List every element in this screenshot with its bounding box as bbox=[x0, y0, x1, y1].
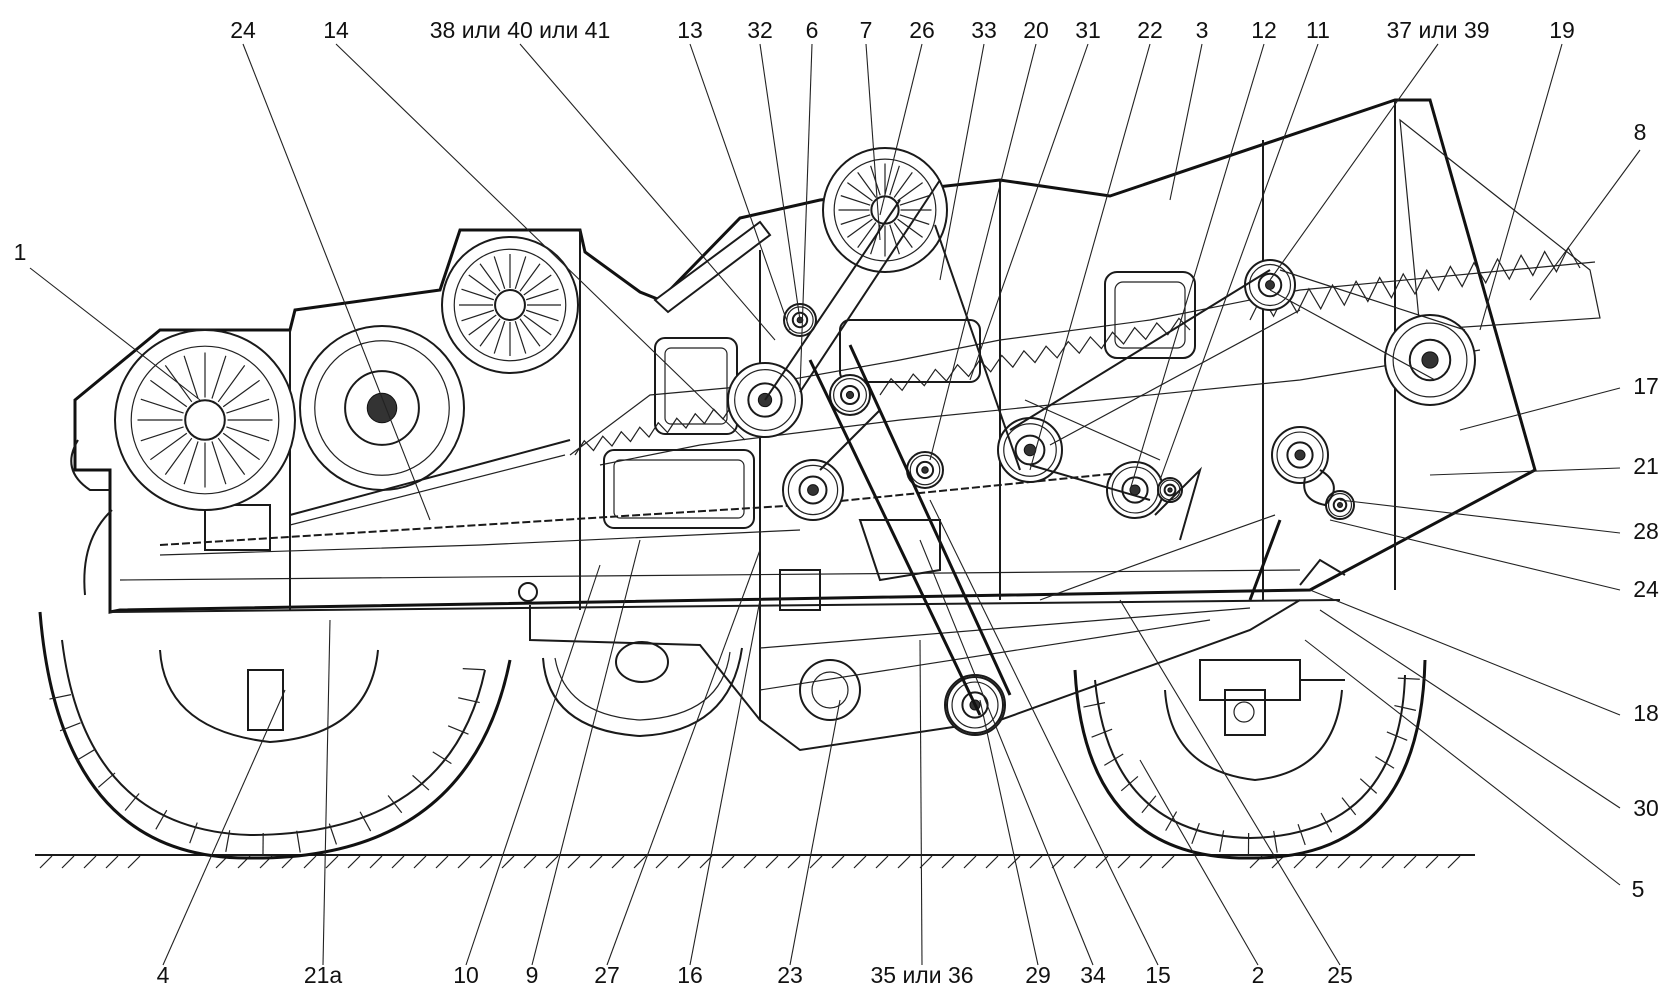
label-right-17: 17 bbox=[1633, 373, 1659, 399]
label-top-38-40-41: 38 или 40 или 41 bbox=[430, 17, 611, 43]
label-top-12: 12 bbox=[1251, 17, 1277, 43]
pulley bbox=[1271, 426, 1329, 484]
label-top-14: 14 bbox=[323, 17, 349, 43]
label-bottom-25: 25 bbox=[1327, 962, 1353, 988]
label-right-21: 21 bbox=[1633, 453, 1659, 479]
label-top-24: 24 bbox=[230, 17, 256, 43]
label-top-37-39: 37 или 39 bbox=[1386, 17, 1489, 43]
label-right-18: 18 bbox=[1633, 700, 1659, 726]
label-left-1: 1 bbox=[14, 239, 27, 265]
pulley bbox=[1325, 490, 1355, 520]
label-top-6: 6 bbox=[806, 17, 819, 43]
label-right-24: 24 bbox=[1633, 576, 1659, 602]
pulley bbox=[829, 374, 871, 416]
label-bottom-15: 15 bbox=[1145, 962, 1171, 988]
label-bottom-9: 9 bbox=[526, 962, 539, 988]
pulley-drive-system bbox=[114, 147, 1476, 734]
label-top-3: 3 bbox=[1196, 17, 1209, 43]
machine-body bbox=[70, 98, 1601, 752]
label-right-8: 8 bbox=[1634, 119, 1647, 145]
pulley bbox=[114, 329, 296, 511]
label-top-19: 19 bbox=[1549, 17, 1575, 43]
label-top-20: 20 bbox=[1023, 17, 1049, 43]
label-bottom-35-36: 35 или 36 bbox=[870, 962, 973, 988]
label-right-30: 30 bbox=[1633, 795, 1659, 821]
pulley bbox=[1384, 314, 1476, 406]
label-right-28: 28 bbox=[1633, 518, 1659, 544]
label-bottom-34: 34 bbox=[1080, 962, 1106, 988]
label-bottom-16: 16 bbox=[677, 962, 703, 988]
label-top-31: 31 bbox=[1075, 17, 1101, 43]
label-top-33: 33 bbox=[971, 17, 997, 43]
front-wheel bbox=[38, 611, 512, 860]
label-bottom-29: 29 bbox=[1025, 962, 1051, 988]
leader-lines bbox=[29, 43, 1641, 966]
label-bottom-4: 4 bbox=[157, 962, 170, 988]
label-top-13: 13 bbox=[677, 17, 703, 43]
pulley bbox=[441, 236, 579, 374]
pulley bbox=[782, 459, 844, 521]
middle-wheel bbox=[542, 641, 743, 738]
label-top-32: 32 bbox=[747, 17, 773, 43]
pulley bbox=[1157, 477, 1183, 503]
pulley bbox=[299, 325, 465, 491]
label-top-7: 7 bbox=[860, 17, 873, 43]
pulley bbox=[1244, 259, 1296, 311]
label-bottom-10: 10 bbox=[453, 962, 479, 988]
pulley bbox=[822, 147, 948, 273]
label-top-26: 26 bbox=[909, 17, 935, 43]
pulley bbox=[1106, 461, 1164, 519]
label-bottom-21a: 21а bbox=[304, 962, 343, 988]
label-bottom-2: 2 bbox=[1252, 962, 1265, 988]
pulley bbox=[997, 417, 1063, 483]
rear-wheel bbox=[1073, 659, 1427, 860]
label-bottom-23: 23 bbox=[777, 962, 803, 988]
ground-line bbox=[35, 854, 1475, 869]
label-top-22: 22 bbox=[1137, 17, 1163, 43]
label-bottom-27: 27 bbox=[594, 962, 620, 988]
label-right-5: 5 bbox=[1632, 876, 1645, 902]
callout-labels: 24 14 38 или 40 или 41 13 32 6 7 26 33 2… bbox=[14, 17, 1659, 988]
label-top-11: 11 bbox=[1306, 17, 1330, 43]
